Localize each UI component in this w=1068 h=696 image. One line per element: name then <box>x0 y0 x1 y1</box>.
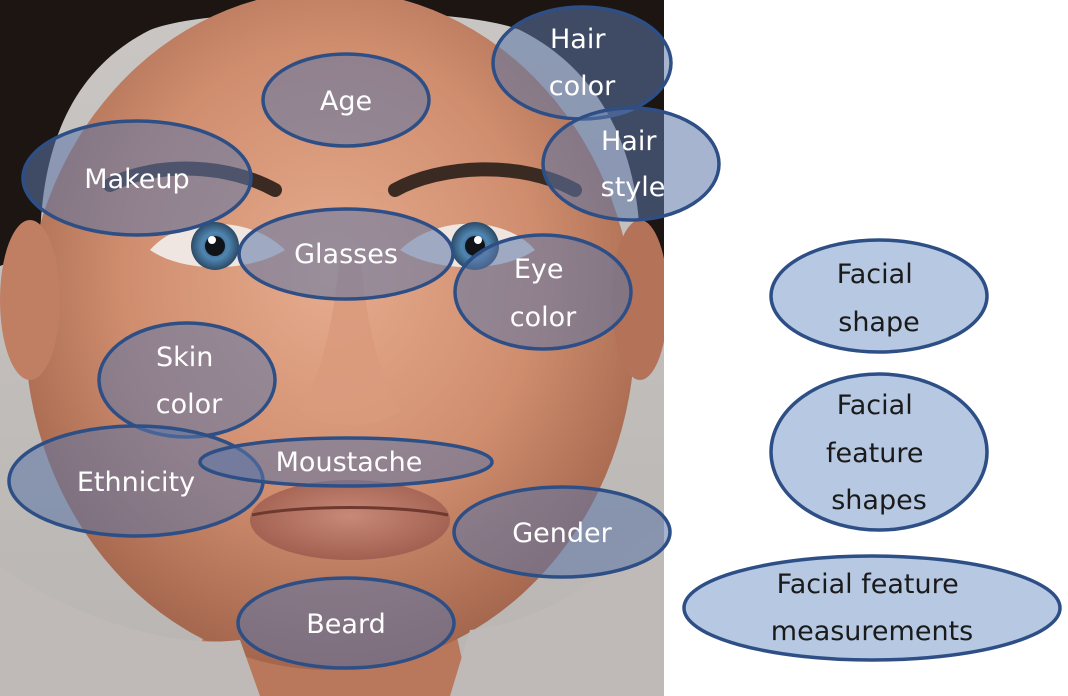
label-glasses-text: Glasses <box>294 239 398 270</box>
label-facial-feature-shapes: Facial feature shapes <box>771 374 987 530</box>
label-facial-shape: Facial shape <box>771 240 987 352</box>
side-labels: Facial shape Facial feature shapes Facia… <box>684 240 1060 660</box>
label-age-text: Age <box>320 86 372 117</box>
label-moustache-line-1: Moustache <box>276 447 423 478</box>
label-beard: Beard <box>238 578 454 668</box>
label-hair-style: Hair style <box>543 108 719 220</box>
label-facial-feature-shapes-line-3: shapes <box>831 485 927 516</box>
label-eye-color-line-2: color <box>510 302 577 333</box>
label-facial-feature-shapes-text: Facial feature shapes <box>826 390 932 516</box>
label-eye-color: Eye color <box>455 235 631 349</box>
label-glasses: Glasses <box>239 209 453 299</box>
label-facial-feature-measurements-line-1: Facial feature <box>777 569 959 600</box>
label-gender-line-1: Gender <box>512 518 612 549</box>
label-makeup: Makeup <box>23 121 251 235</box>
label-skin-color-line-1: Skin <box>156 342 213 373</box>
label-beard-line-1: Beard <box>306 609 385 640</box>
left-eye-highlight <box>208 236 216 244</box>
right-eye-highlight <box>474 236 482 244</box>
label-facial-shape-line-1: Facial <box>837 259 913 290</box>
label-facial-feature-shapes-line-2: feature <box>826 438 923 469</box>
label-gender-text: Gender <box>512 518 612 549</box>
label-skin-color-line-2: color <box>156 389 223 420</box>
label-glasses-line-1: Glasses <box>294 239 398 270</box>
lips <box>250 480 450 560</box>
label-facial-feature-measurements: Facial feature measurements <box>684 556 1060 660</box>
label-hair-color: Hair color <box>493 7 671 119</box>
label-ethnicity-line-1: Ethnicity <box>77 467 195 498</box>
label-beard-text: Beard <box>306 609 385 640</box>
label-hair-color-line-1: Hair <box>550 24 606 55</box>
label-makeup-line-1: Makeup <box>84 164 189 195</box>
label-facial-feature-shapes-line-1: Facial <box>837 390 913 421</box>
label-moustache-text: Moustache <box>276 447 423 478</box>
label-moustache: Moustache <box>200 438 492 486</box>
left-ear <box>0 220 60 380</box>
label-age: Age <box>263 54 429 146</box>
label-gender: Gender <box>454 487 670 577</box>
label-facial-shape-line-2: shape <box>838 307 919 338</box>
label-skin-color: Skin color <box>99 323 275 437</box>
label-eye-color-line-1: Eye <box>514 254 564 285</box>
label-age-line-1: Age <box>320 86 372 117</box>
label-facial-feature-measurements-line-2: measurements <box>771 616 973 647</box>
label-ethnicity: Ethnicity <box>9 426 263 536</box>
label-hair-style-line-2: style <box>601 172 666 203</box>
label-hair-style-line-1: Hair <box>601 126 657 157</box>
label-hair-color-line-2: color <box>549 71 616 102</box>
label-hair-style-ellipse <box>543 108 719 220</box>
label-ethnicity-text: Ethnicity <box>77 467 195 498</box>
label-makeup-text: Makeup <box>84 164 189 195</box>
